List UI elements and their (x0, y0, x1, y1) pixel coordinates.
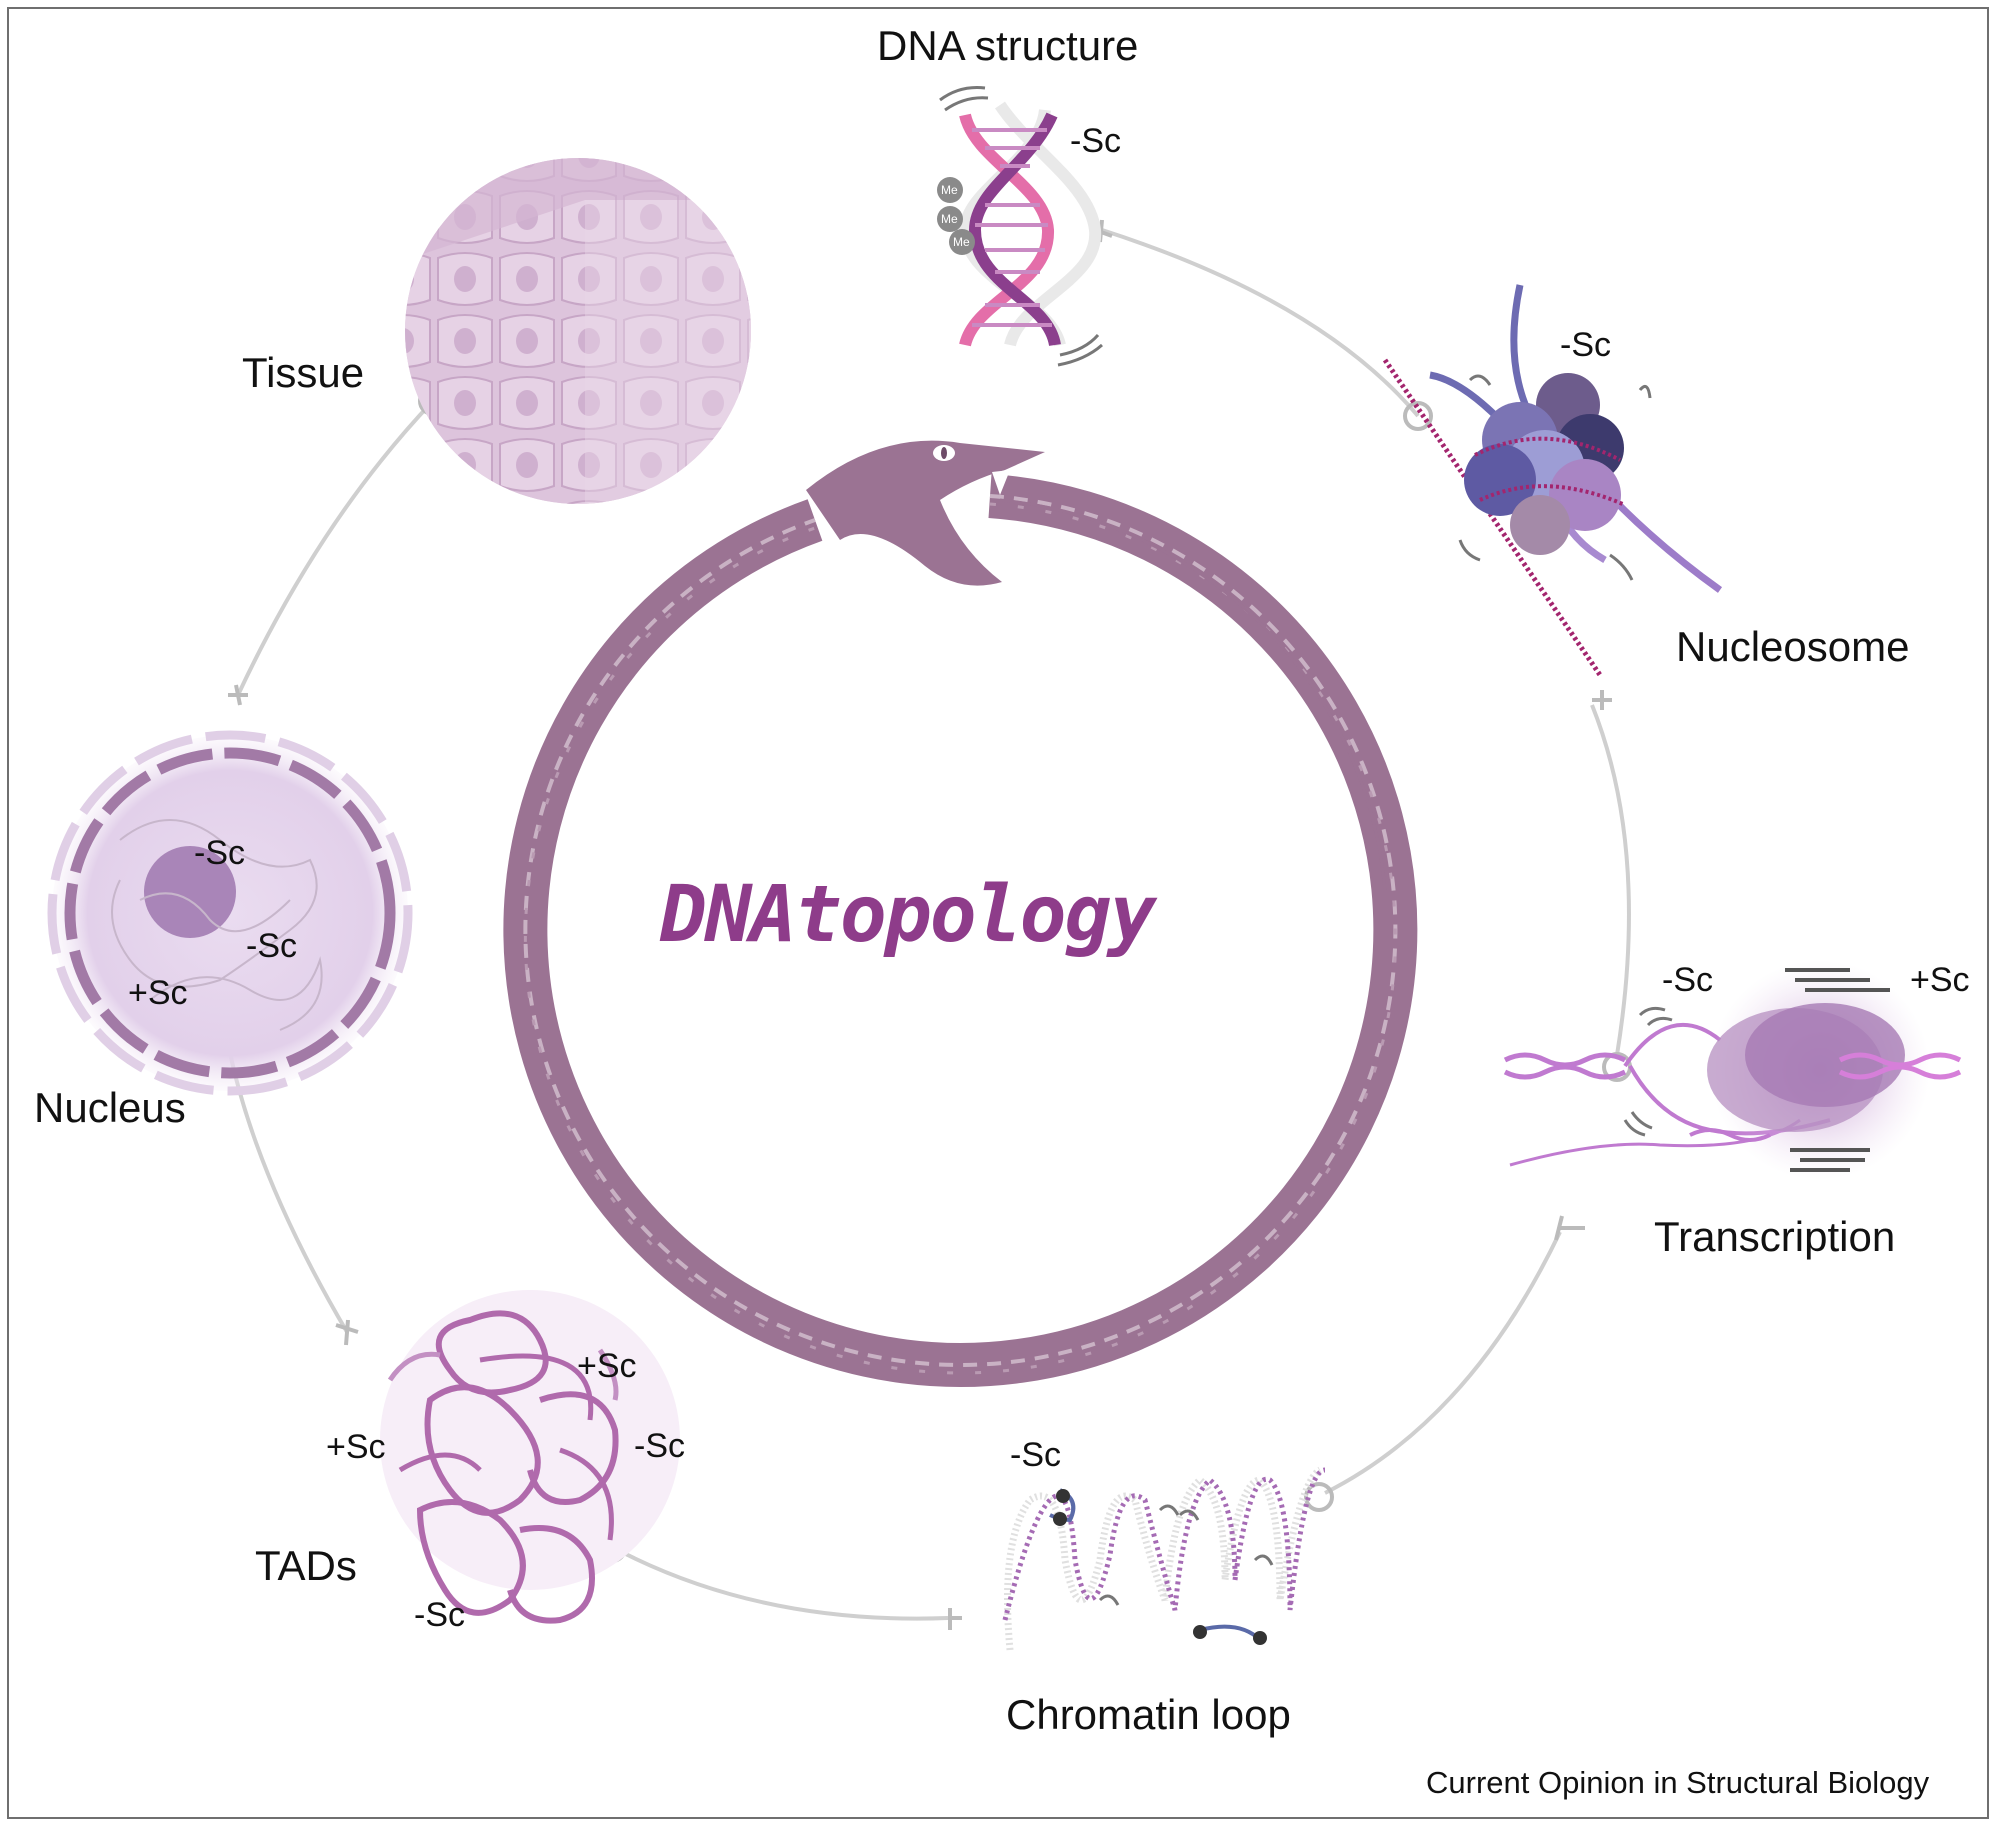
stage-label-nucleosome: Nucleosome (1676, 623, 1910, 670)
stage-label-tissue: Tissue (242, 349, 365, 396)
sc-label-nucleosome: -Sc (1560, 326, 1611, 364)
tissue-icon (405, 158, 751, 504)
stage-label-chromatin-loop: Chromatin loop (1006, 1691, 1291, 1738)
sc-label-chromatin-loop: -Sc (1010, 1436, 1061, 1474)
methyl-marks: Me Me Me (937, 177, 975, 255)
center-title: DNAtopology (660, 870, 1157, 960)
stage-label-dna-structure: DNA structure (877, 22, 1139, 69)
dna-helix-icon: Me Me Me (937, 86, 1103, 367)
sc-label-tads-neg-right: -Sc (634, 1427, 685, 1465)
stage-label-nucleus: Nucleus (34, 1084, 186, 1131)
sc-label-transcription-neg: -Sc (1662, 961, 1713, 999)
journal-credit: Current Opinion in Structural Biology (1426, 1765, 1930, 1800)
methyl-mark-2: Me (941, 212, 958, 226)
stage-label-tads: TADs (255, 1542, 357, 1589)
sc-label-tads-pos-top: +Sc (577, 1347, 637, 1385)
nucleus-icon (47, 730, 413, 1096)
nucleosome-icon (1382, 284, 1723, 677)
figure-frame (7, 7, 1989, 1819)
methyl-mark-3: Me (953, 235, 970, 249)
chromatin-loop-icon (1002, 1466, 1326, 1651)
methyl-mark-1: Me (941, 183, 958, 197)
sc-label-tads-pos-left: +Sc (326, 1428, 386, 1466)
tads-icon (380, 1290, 680, 1624)
stage-label-transcription: Transcription (1654, 1213, 1896, 1260)
sc-label-nucleus-neg-mid: -Sc (246, 927, 297, 965)
sc-label-nucleus-neg-top: -Sc (194, 834, 245, 872)
transcription-icon (1503, 960, 1962, 1180)
sc-label-nucleus-pos: +Sc (128, 974, 188, 1012)
sc-label-tads-neg-bottom: -Sc (414, 1596, 465, 1634)
sc-label-transcription-pos: +Sc (1910, 961, 1970, 999)
ouroboros-snake (503, 440, 1418, 1387)
sc-label-dna-structure: -Sc (1070, 122, 1121, 160)
